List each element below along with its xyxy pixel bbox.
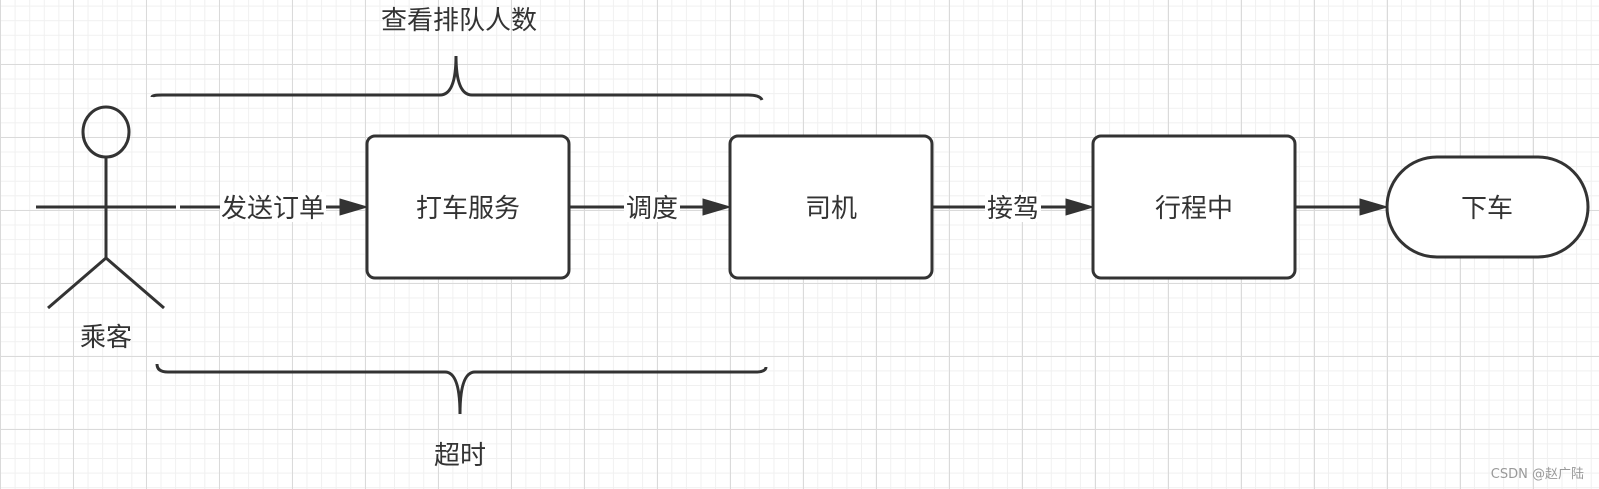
top-brace: [150, 55, 764, 101]
actor-passenger: 乘客: [36, 105, 176, 353]
edge-dispatch-label: 调度: [626, 194, 678, 224]
top-brace-label: 查看排队人数: [381, 6, 537, 36]
node-drop-off: [1385, 155, 1590, 259]
actor-right-leg: [105, 256, 165, 310]
node-drop-off-label: 下车: [1461, 194, 1513, 224]
node-in-trip-label: 行程中: [1155, 194, 1233, 224]
edge-to-drop-off-arrowhead: [1359, 198, 1389, 216]
bottom-brace-label: 超时: [434, 441, 486, 471]
edge-pickup-arrowhead: [1065, 198, 1095, 216]
edge-dispatch-arrowhead: [702, 198, 732, 216]
edge-send-order-label: 发送订单: [221, 194, 325, 224]
actor-head: [81, 105, 131, 159]
actor-label: 乘客: [80, 323, 132, 353]
bottom-brace: [155, 363, 768, 415]
edge-pickup-label: 接驾: [987, 194, 1039, 224]
watermark: CSDN @赵广陆: [1491, 466, 1584, 482]
node-driver-label: 司机: [805, 194, 857, 224]
edge-send-order-arrowhead: [339, 198, 369, 216]
node-taxi-service-label: 打车服务: [416, 194, 520, 224]
actor-left-leg: [47, 256, 107, 310]
